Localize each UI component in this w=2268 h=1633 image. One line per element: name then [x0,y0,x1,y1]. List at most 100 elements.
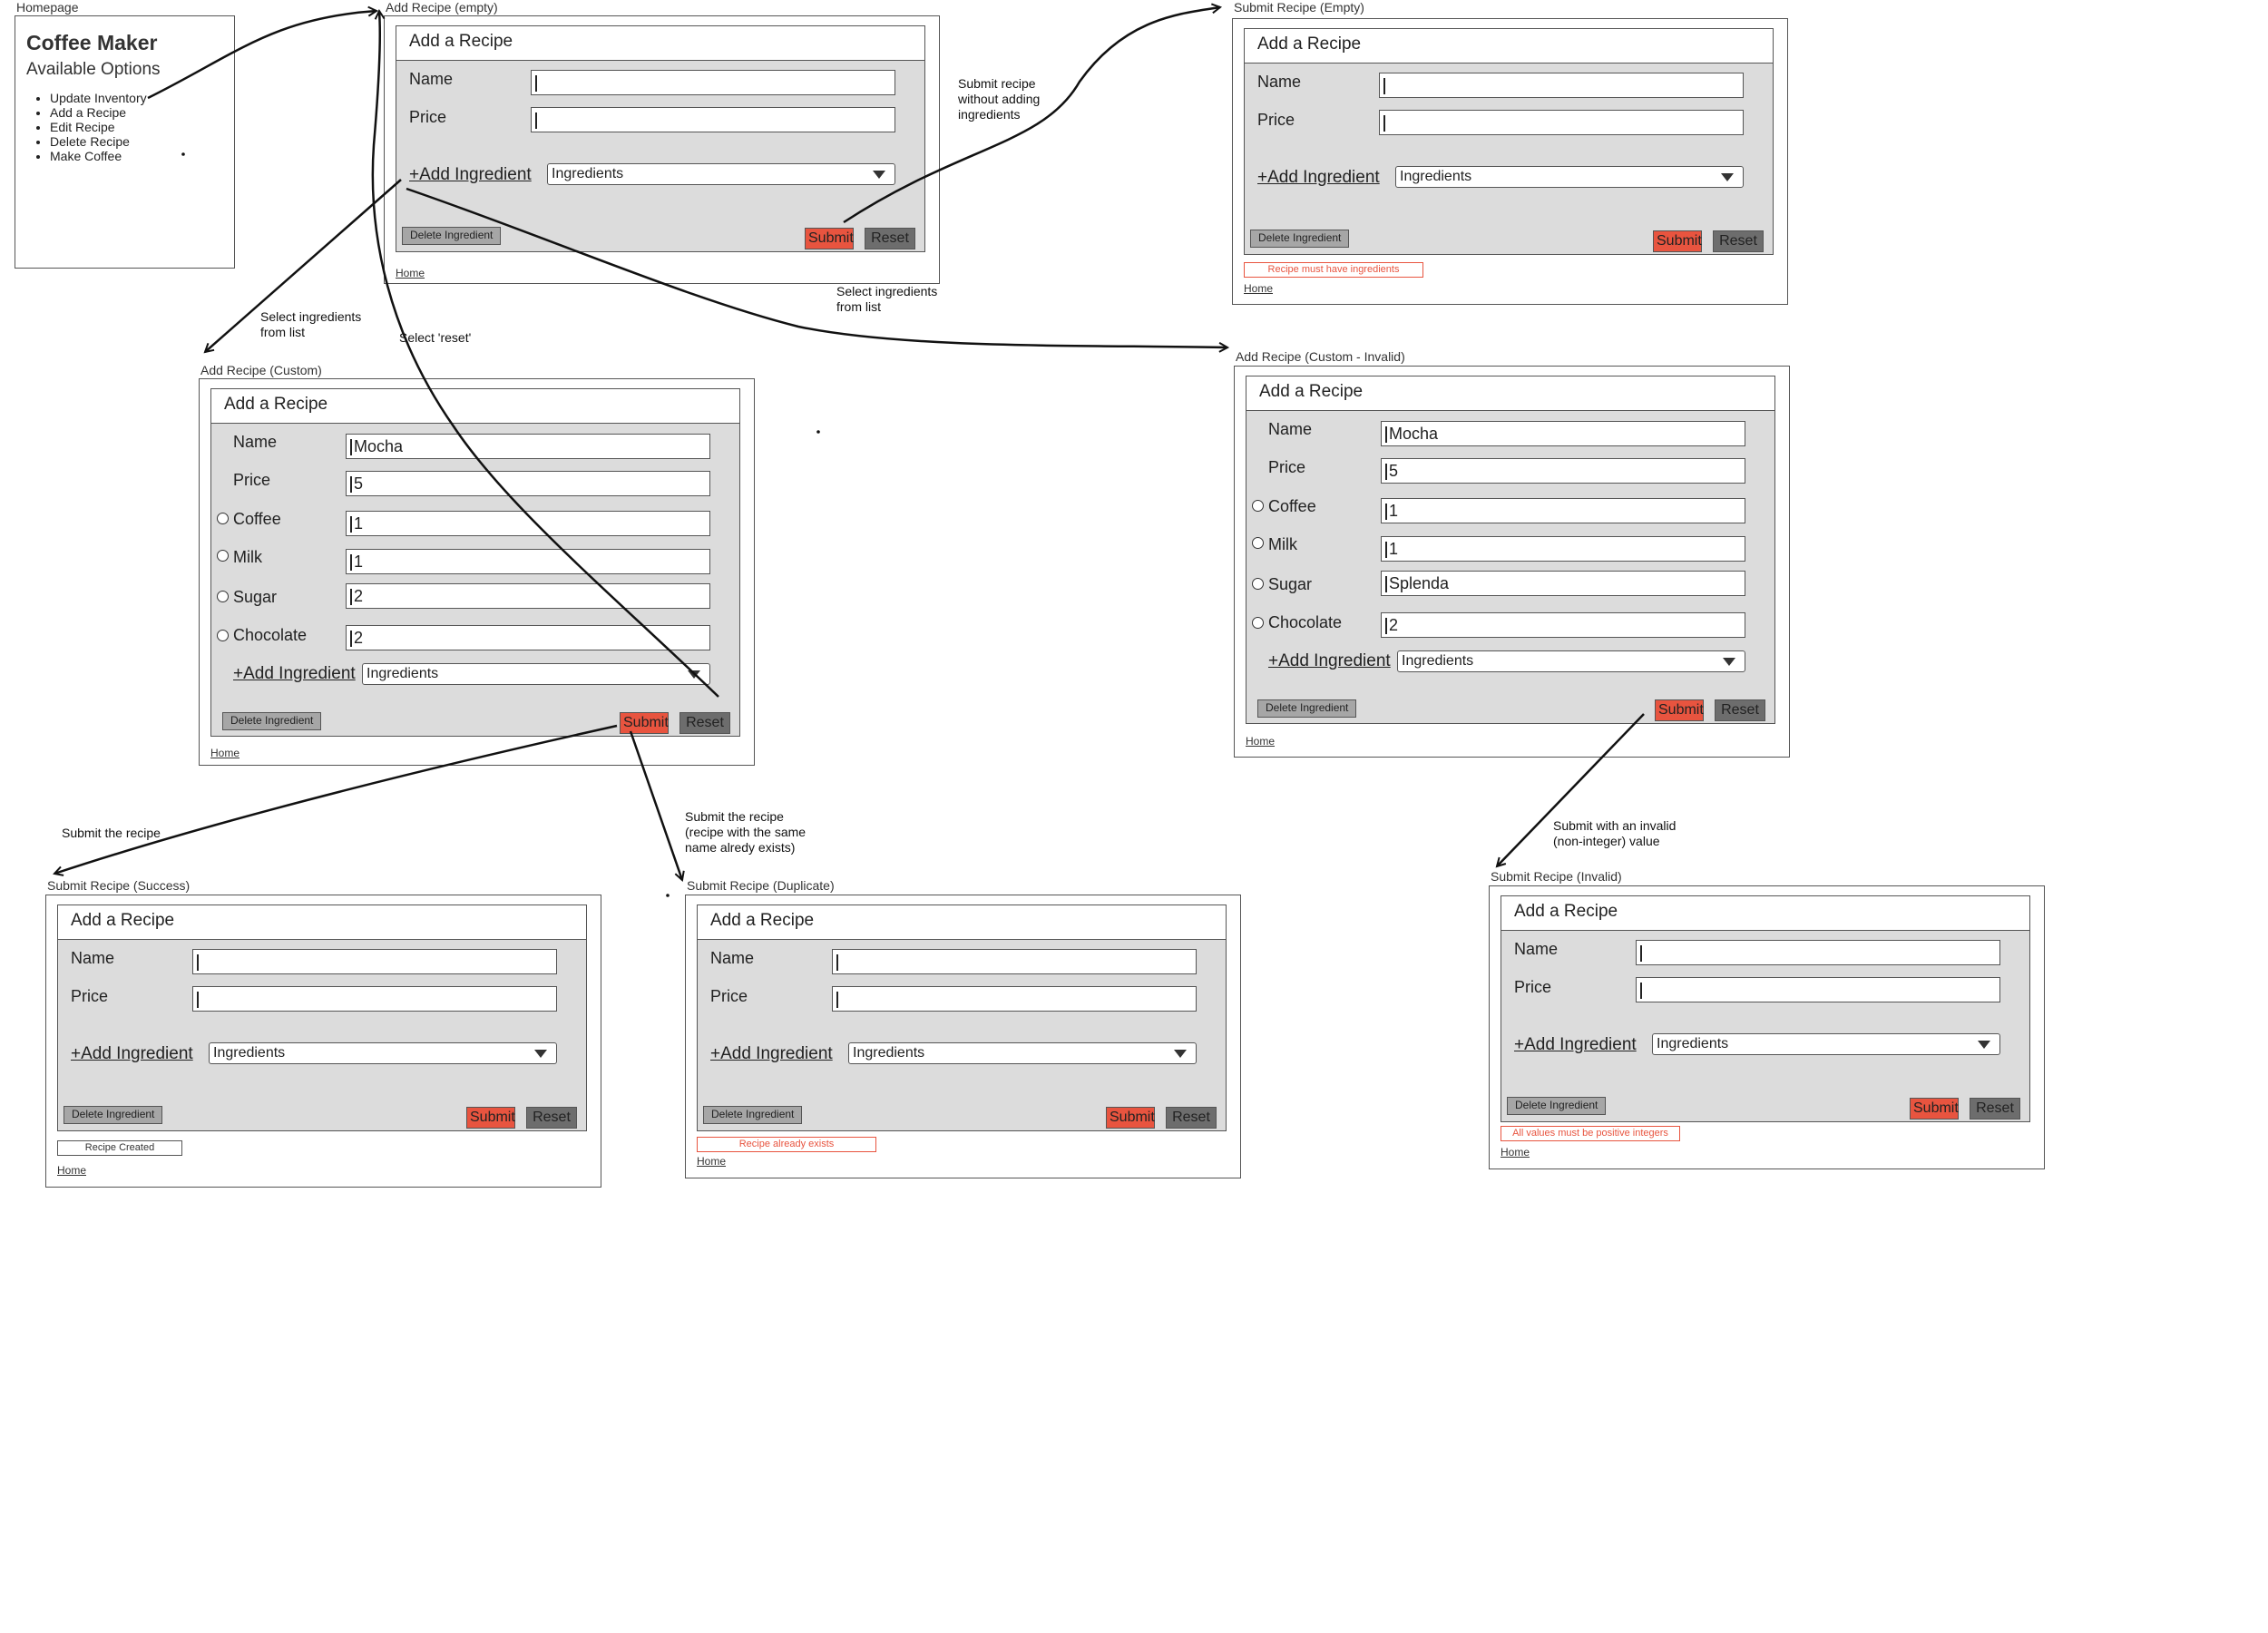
option-update-inventory[interactable]: Update Inventory [50,91,147,105]
add-ingredient-link[interactable]: +Add Ingredient [1514,1035,1637,1054]
price-input[interactable] [1379,110,1744,135]
submit-button[interactable]: Submit [805,228,854,249]
ingredient-value-sugar: 2 [354,587,364,605]
ingredient-input-milk[interactable]: 1 [346,549,710,574]
name-input[interactable] [531,70,895,95]
ingredient-input-sugar[interactable]: 2 [346,583,710,609]
add-ingredient-link[interactable]: +Add Ingredient [71,1044,193,1063]
reset-button[interactable]: Reset [1715,699,1765,721]
home-link[interactable]: Home [1501,1146,1530,1159]
price-input[interactable]: 5 [346,471,710,496]
option-add-recipe[interactable]: Add a Recipe [50,105,147,120]
recipe-form-panel: Add a Recipe Name Price +Add Ingredient … [57,905,587,1131]
frame-title-homepage: Homepage [16,0,79,15]
options-list: Update Inventory Add a Recipe Edit Recip… [32,91,147,163]
price-input[interactable] [832,986,1197,1012]
name-input[interactable]: Mocha [346,434,710,459]
note-select-reset: Select 'reset' [399,330,472,345]
price-input[interactable] [531,107,895,132]
home-link[interactable]: Home [697,1155,727,1168]
radio-chocolate[interactable] [1252,617,1264,629]
delete-ingredient-button[interactable]: Delete Ingredient [64,1106,163,1124]
submit-button[interactable]: Submit [466,1107,515,1129]
name-input[interactable] [1379,73,1744,98]
add-ingredient-link[interactable]: +Add Ingredient [1268,651,1391,670]
submit-button[interactable]: Submit [620,712,669,734]
ingredient-input-chocolate[interactable]: 2 [1381,612,1745,638]
reset-button[interactable]: Reset [526,1107,577,1129]
ingredient-label-sugar: Sugar [1268,575,1313,593]
name-label: Name [71,949,115,967]
ingredient-input-chocolate[interactable]: 2 [346,625,710,650]
ingredients-select[interactable]: Ingredients [1397,650,1745,672]
radio-milk[interactable] [1252,537,1264,549]
reset-button[interactable]: Reset [1970,1098,2020,1120]
delete-ingredient-button[interactable]: Delete Ingredient [402,227,502,245]
chevron-down-icon [1721,173,1734,181]
name-label: Name [1268,420,1313,438]
ingredients-select[interactable]: Ingredients [1652,1033,2000,1055]
add-ingredient-link[interactable]: +Add Ingredient [233,664,356,683]
delete-ingredient-button[interactable]: Delete Ingredient [222,712,322,730]
available-options-heading: Available Options [26,60,161,79]
add-ingredient-link[interactable]: +Add Ingredient [710,1044,833,1063]
chevron-down-icon [534,1050,547,1058]
price-input-value: 5 [354,474,364,493]
radio-sugar[interactable] [1252,578,1264,590]
reset-button[interactable]: Reset [865,228,915,249]
delete-ingredient-button[interactable]: Delete Ingredient [703,1106,803,1124]
ingredients-select-value: Ingredients [213,1045,286,1061]
ingredients-select[interactable]: Ingredients [848,1042,1197,1064]
radio-chocolate[interactable] [217,630,229,641]
reset-button[interactable]: Reset [679,712,730,734]
price-input[interactable] [192,986,557,1012]
home-link[interactable]: Home [1244,282,1274,295]
name-input[interactable] [832,949,1197,974]
name-input[interactable] [192,949,557,974]
delete-ingredient-button[interactable]: Delete Ingredient [1250,230,1350,248]
ingredient-label-milk: Milk [233,548,262,566]
home-link[interactable]: Home [210,747,240,759]
home-link[interactable]: Home [396,267,425,279]
ingredients-select[interactable]: Ingredients [362,663,710,685]
submit-button[interactable]: Submit [1910,1098,1959,1120]
price-label: Price [710,987,748,1005]
ingredient-input-coffee[interactable]: 1 [1381,498,1745,523]
ingredients-select-value: Ingredients [552,166,624,181]
add-ingredient-link[interactable]: +Add Ingredient [409,165,532,184]
delete-ingredient-button[interactable]: Delete Ingredient [1507,1097,1607,1115]
name-input[interactable] [1636,940,2000,965]
reset-button[interactable]: Reset [1713,230,1764,252]
home-link[interactable]: Home [1246,735,1276,748]
submit-button[interactable]: Submit [1655,699,1704,721]
name-input[interactable]: Mocha [1381,421,1745,446]
name-label: Name [710,949,755,967]
home-link[interactable]: Home [57,1164,87,1177]
ingredients-select[interactable]: Ingredients [547,163,895,185]
ingredients-select[interactable]: Ingredients [1395,166,1744,188]
submit-button[interactable]: Submit [1106,1107,1155,1129]
ingredients-select[interactable]: Ingredients [209,1042,557,1064]
price-input[interactable] [1636,977,2000,1002]
option-make-coffee[interactable]: Make Coffee [50,149,147,163]
delete-ingredient-button[interactable]: Delete Ingredient [1257,699,1357,718]
radio-sugar[interactable] [217,591,229,602]
ingredient-input-coffee[interactable]: 1 [346,511,710,536]
reset-button[interactable]: Reset [1166,1107,1217,1129]
ingredient-input-milk[interactable]: 1 [1381,536,1745,562]
add-ingredient-link[interactable]: +Add Ingredient [1257,168,1380,187]
radio-milk[interactable] [217,550,229,562]
price-label: Price [233,471,271,489]
submit-button[interactable]: Submit [1653,230,1702,252]
ingredients-select-value: Ingredients [853,1045,925,1061]
option-delete-recipe[interactable]: Delete Recipe [50,134,147,149]
submit-duplicate-frame: Add a Recipe Name Price +Add Ingredient … [685,895,1241,1178]
chevron-down-icon [873,171,885,179]
recipe-form-panel: Add a Recipe Name Price +Add Ingredient … [396,25,925,252]
option-edit-recipe[interactable]: Edit Recipe [50,120,147,134]
ingredient-input-sugar[interactable]: Splenda [1381,571,1745,596]
price-input[interactable]: 5 [1381,458,1745,484]
radio-coffee[interactable] [217,513,229,524]
radio-coffee[interactable] [1252,500,1264,512]
